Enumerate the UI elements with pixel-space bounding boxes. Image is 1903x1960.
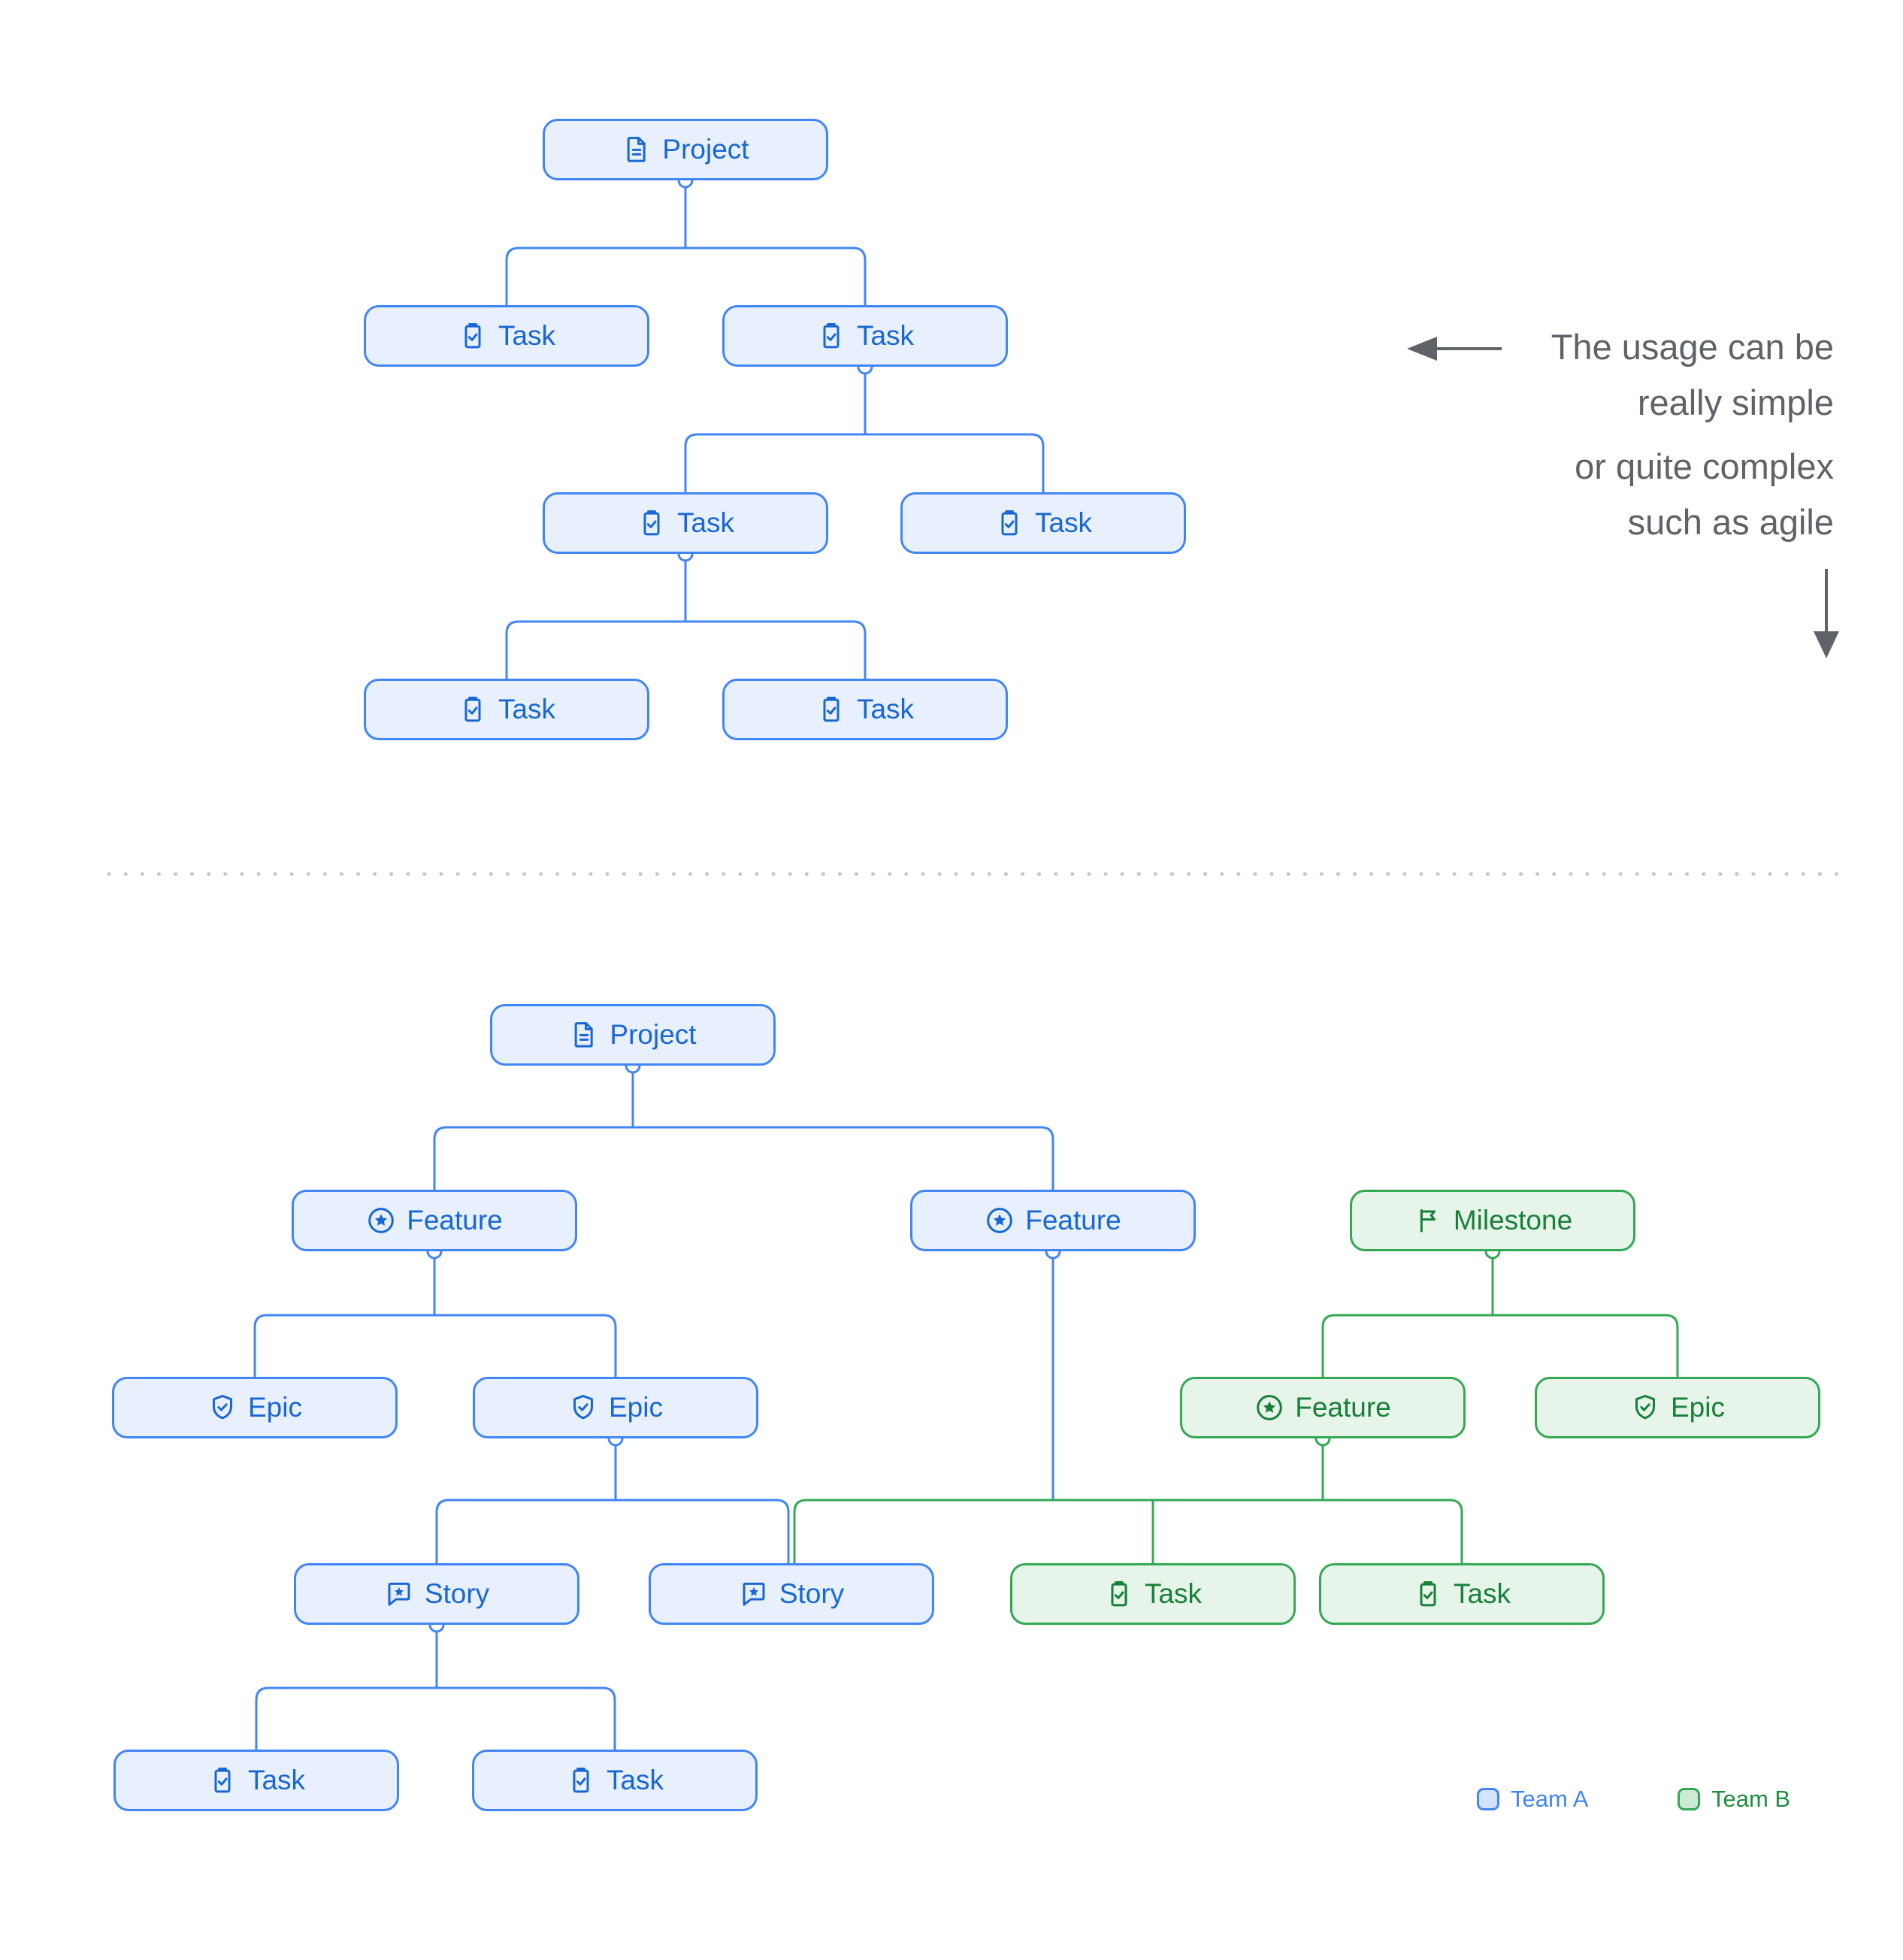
node-task: Task <box>1319 1563 1605 1625</box>
task-icon <box>1413 1579 1443 1609</box>
task-icon <box>458 694 488 724</box>
node-epic: Epic <box>473 1377 758 1438</box>
story-icon <box>739 1579 769 1609</box>
task-icon <box>1104 1579 1134 1609</box>
node-label: Story <box>424 1578 490 1609</box>
story-icon <box>384 1579 414 1609</box>
node-milestone: Milestone <box>1350 1190 1635 1251</box>
annotation-line: or quite complex <box>1575 446 1834 486</box>
document-icon <box>569 1020 599 1050</box>
legend-label: Team B <box>1711 1786 1791 1812</box>
connector <box>253 1314 617 1377</box>
annotation-line: such as agile <box>1627 502 1834 542</box>
node-project: Project <box>543 119 828 180</box>
node-task: Task <box>722 305 1008 367</box>
node-story: Story <box>649 1563 934 1625</box>
task-icon <box>637 508 667 538</box>
connector <box>1321 1314 1679 1377</box>
node-label: Story <box>779 1578 845 1609</box>
connector <box>505 247 867 305</box>
task-icon <box>994 508 1024 538</box>
node-label: Feature <box>407 1205 503 1236</box>
epic-shield-icon <box>207 1393 237 1423</box>
task-icon <box>566 1765 596 1795</box>
node-label: Task <box>676 507 735 538</box>
node-label: Epic <box>609 1392 663 1423</box>
node-label: Task <box>1144 1578 1203 1609</box>
node-label: Task <box>1034 507 1093 538</box>
connector <box>793 1499 1463 1563</box>
legend-label: Team A <box>1511 1786 1589 1812</box>
node-label: Feature <box>1295 1392 1391 1423</box>
node-label: Epic <box>1671 1392 1725 1423</box>
document-icon <box>622 135 652 165</box>
feature-icon <box>985 1205 1015 1236</box>
node-label: Project <box>662 134 749 165</box>
simple-tree-connectors <box>505 187 1045 679</box>
annotation-arrows <box>1407 337 1839 658</box>
feature-icon <box>366 1205 396 1236</box>
node-label: Task <box>1453 1578 1511 1609</box>
legend-team-b: Team B <box>1678 1786 1790 1813</box>
node-feature: Feature <box>910 1190 1196 1251</box>
node-label: Task <box>498 320 556 351</box>
node-label: Task <box>498 694 556 724</box>
task-icon <box>458 321 488 351</box>
node-feature: Feature <box>292 1190 577 1251</box>
complex-tree-connectors-team-a <box>253 1072 1054 1750</box>
node-task: Task <box>364 679 649 740</box>
feature-icon <box>1254 1393 1284 1423</box>
annotation-text: The usage can be really simple or quite … <box>1551 319 1834 550</box>
connector <box>435 1499 790 1563</box>
node-label: Milestone <box>1453 1205 1573 1236</box>
connector <box>684 433 1045 492</box>
node-label: Task <box>606 1765 664 1795</box>
node-project: Project <box>490 1004 776 1066</box>
node-task: Task <box>1010 1563 1296 1625</box>
node-story: Story <box>294 1563 579 1625</box>
annotation-line: really simple <box>1637 383 1834 422</box>
team-a-swatch <box>1477 1788 1499 1810</box>
complex-tree-connectors-team-b <box>793 1258 1679 1563</box>
node-task: Task <box>543 492 828 554</box>
node-label: Task <box>856 694 915 724</box>
team-b-swatch <box>1678 1788 1700 1810</box>
left-arrow-icon <box>1407 337 1437 361</box>
epic-shield-icon <box>1630 1393 1660 1423</box>
node-task: Task <box>472 1750 758 1811</box>
epic-shield-icon <box>568 1393 598 1423</box>
down-arrow-icon <box>1814 631 1839 658</box>
node-task: Task <box>364 305 649 367</box>
connector <box>505 620 867 679</box>
annotation-line: The usage can be <box>1551 327 1834 367</box>
legend-team-a: Team A <box>1477 1786 1588 1813</box>
task-icon <box>816 321 846 351</box>
task-icon <box>816 694 846 724</box>
node-label: Task <box>856 320 915 351</box>
node-feature: Feature <box>1180 1377 1466 1438</box>
node-label: Project <box>610 1019 697 1050</box>
node-task: Task <box>722 679 1008 740</box>
milestone-flag-icon <box>1413 1205 1443 1236</box>
node-label: Epic <box>248 1392 302 1423</box>
connector <box>255 1686 616 1750</box>
node-task: Task <box>900 492 1186 554</box>
node-task: Task <box>113 1750 399 1811</box>
node-label: Feature <box>1025 1205 1121 1236</box>
node-epic: Epic <box>112 1377 398 1438</box>
task-icon <box>207 1765 237 1795</box>
node-epic: Epic <box>1535 1377 1820 1438</box>
connector <box>433 1126 1054 1190</box>
node-label: Task <box>247 1765 306 1795</box>
